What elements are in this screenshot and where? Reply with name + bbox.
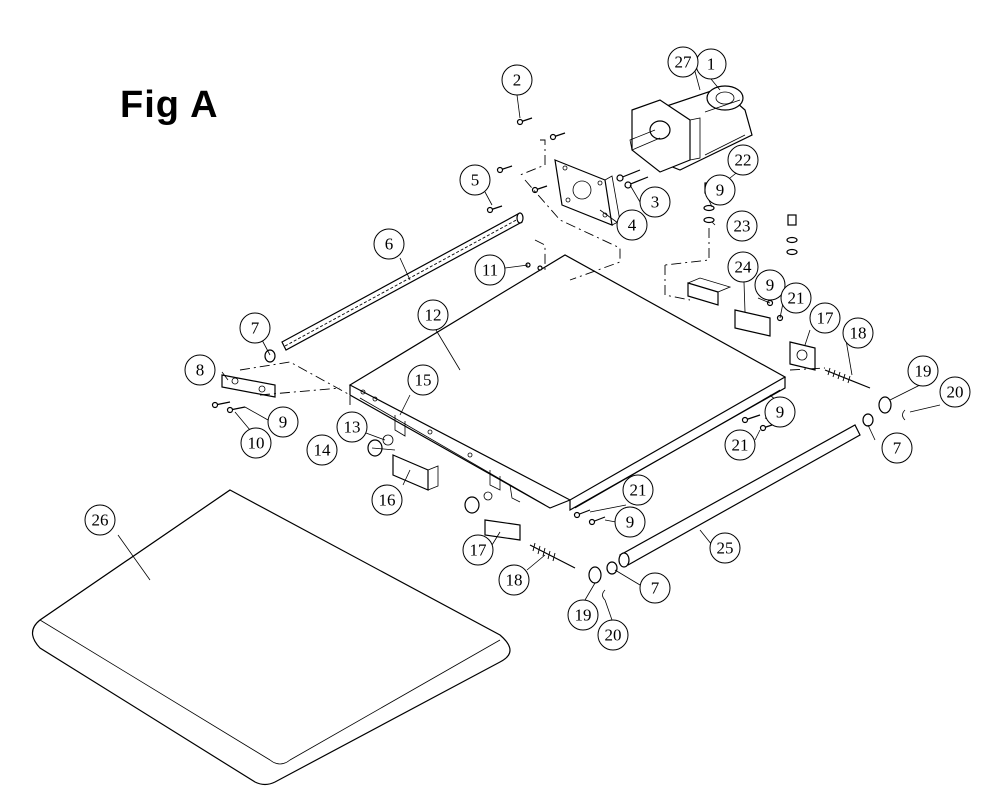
callout-13: 13 xyxy=(336,411,368,443)
callout-18: 18 xyxy=(498,564,530,596)
callout-7: 7 xyxy=(881,432,913,464)
svg-text:2: 2 xyxy=(513,71,522,90)
callout-3: 3 xyxy=(639,186,671,218)
callout-14: 14 xyxy=(306,434,338,466)
callout-6: 6 xyxy=(373,228,405,260)
svg-text:21: 21 xyxy=(732,436,749,455)
svg-text:20: 20 xyxy=(605,626,622,645)
callout-11: 11 xyxy=(474,254,506,286)
callout-19: 19 xyxy=(567,599,599,631)
svg-text:9: 9 xyxy=(776,403,785,422)
table-plate xyxy=(348,254,787,512)
svg-text:10: 10 xyxy=(248,434,265,453)
svg-text:7: 7 xyxy=(251,319,260,338)
callout-9: 9 xyxy=(704,174,736,206)
callout-10: 10 xyxy=(240,427,272,459)
callout-20: 20 xyxy=(939,376,971,408)
callout-16: 16 xyxy=(371,484,403,516)
callout-17: 17 xyxy=(809,302,841,334)
motor-mount-plate xyxy=(554,159,621,226)
callout-4: 4 xyxy=(616,209,648,241)
hardware-screws xyxy=(211,117,906,601)
callout-7: 7 xyxy=(239,312,271,344)
callout-7: 7 xyxy=(639,572,671,604)
svg-text:16: 16 xyxy=(379,491,396,510)
svg-text:19: 19 xyxy=(915,362,932,381)
callout-20: 20 xyxy=(597,619,629,651)
svg-text:11: 11 xyxy=(482,261,498,280)
svg-text:27: 27 xyxy=(675,53,693,72)
callout-1: 1 xyxy=(695,48,727,80)
center-lines xyxy=(239,139,826,415)
conveyor-belt xyxy=(31,489,511,786)
svg-text:18: 18 xyxy=(850,324,867,343)
callout-21: 21 xyxy=(724,429,756,461)
figure-title: Fig A xyxy=(120,84,219,126)
svg-text:21: 21 xyxy=(788,289,805,308)
svg-text:3: 3 xyxy=(651,193,660,212)
svg-text:1: 1 xyxy=(707,55,716,74)
callout-9: 9 xyxy=(267,406,299,438)
svg-text:13: 13 xyxy=(344,418,361,437)
svg-text:17: 17 xyxy=(470,541,488,560)
callout-9: 9 xyxy=(764,396,796,428)
svg-text:18: 18 xyxy=(506,571,523,590)
svg-text:8: 8 xyxy=(196,361,205,380)
svg-text:7: 7 xyxy=(893,439,902,458)
callout-23: 23 xyxy=(726,210,758,242)
svg-text:12: 12 xyxy=(425,306,442,325)
svg-text:23: 23 xyxy=(734,217,751,236)
svg-text:22: 22 xyxy=(735,151,752,170)
svg-text:21: 21 xyxy=(630,481,647,500)
motor xyxy=(629,85,753,173)
svg-text:5: 5 xyxy=(471,171,480,190)
callout-15: 15 xyxy=(407,364,439,396)
callout-9: 9 xyxy=(614,506,646,538)
callout-8: 8 xyxy=(184,354,216,386)
svg-text:4: 4 xyxy=(628,216,637,235)
callout-5: 5 xyxy=(459,164,491,196)
svg-text:17: 17 xyxy=(817,309,835,328)
callout-9: 9 xyxy=(754,269,786,301)
svg-text:19: 19 xyxy=(575,606,592,625)
callout-24: 24 xyxy=(727,251,759,283)
callout-2: 2 xyxy=(501,64,533,96)
callout-12: 12 xyxy=(417,299,449,331)
svg-text:9: 9 xyxy=(716,181,725,200)
svg-text:9: 9 xyxy=(626,513,635,532)
svg-text:14: 14 xyxy=(314,441,332,460)
svg-text:25: 25 xyxy=(717,539,734,558)
callout-21: 21 xyxy=(622,474,654,506)
svg-text:9: 9 xyxy=(279,413,288,432)
svg-text:24: 24 xyxy=(735,258,753,277)
callout-25: 25 xyxy=(709,532,741,564)
drive-roller xyxy=(264,212,524,363)
callout-27: 27 xyxy=(667,46,699,78)
callout-22: 22 xyxy=(727,144,759,176)
callout-17: 17 xyxy=(462,534,494,566)
svg-text:6: 6 xyxy=(385,235,394,254)
svg-text:15: 15 xyxy=(415,371,432,390)
callout-19: 19 xyxy=(907,355,939,387)
svg-text:26: 26 xyxy=(92,511,109,530)
svg-text:9: 9 xyxy=(766,276,775,295)
callout-26: 26 xyxy=(84,504,116,536)
svg-text:20: 20 xyxy=(947,383,964,402)
callout-18: 18 xyxy=(842,317,874,349)
callout-21: 21 xyxy=(780,282,812,314)
svg-text:7: 7 xyxy=(651,579,660,598)
idler-roller xyxy=(618,424,861,568)
